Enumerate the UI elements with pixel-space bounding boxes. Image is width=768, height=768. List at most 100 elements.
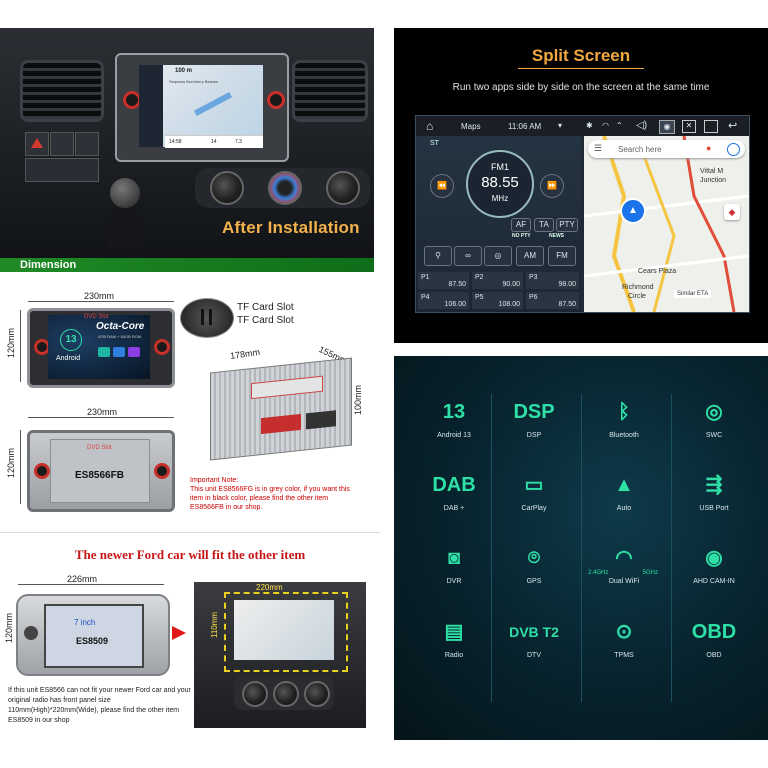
seek-back-button[interactable]: ⏪ <box>430 174 454 198</box>
bluetooth-status-icon: ✱ <box>586 121 593 130</box>
band-label: FM1 <box>491 162 509 172</box>
frequency-unit: MHz <box>491 194 509 203</box>
news-label: NEWS <box>549 233 564 239</box>
window-icon[interactable] <box>704 120 718 133</box>
wifi-status-icon: ◠ <box>602 121 609 130</box>
map-label-vittal: Vittal M <box>700 168 724 175</box>
feature-label: USB Port <box>699 505 729 512</box>
chassis-label <box>251 375 323 400</box>
feature-label: DVR <box>446 578 462 585</box>
grey-width-line <box>28 417 174 418</box>
feature-label: Dual WiFi <box>608 578 640 585</box>
carplay-icon: ▭ <box>524 474 544 496</box>
feature-sep-1 <box>491 394 492 702</box>
section-divider <box>0 532 380 533</box>
no-pty-label: NO PTY <box>512 233 531 239</box>
status-bar: ⌂ Maps 11:06 AM ▾ ✱ ◠ ⌃ ◁) ◉ ✕ ↩ <box>416 116 749 136</box>
front-height-label: 120mm <box>6 327 16 358</box>
map-label-richmond: Richmond <box>622 284 654 291</box>
volume-icon[interactable]: ◁) <box>636 120 648 131</box>
ta-button[interactable]: TA <box>534 218 554 232</box>
dash-button-row <box>25 158 99 182</box>
feature-label: Auto <box>616 505 632 512</box>
feature-label: DAB + <box>443 505 465 512</box>
dvb-t2-icon: DVB T2 <box>509 624 559 640</box>
dimension-bar <box>0 258 374 272</box>
loop-button[interactable]: ∞ <box>454 246 482 266</box>
tf-slot-1-hole <box>201 309 204 325</box>
pty-button[interactable]: PTY <box>556 218 578 232</box>
mic-icon[interactable]: ● <box>706 143 712 153</box>
es8509-screen: 7 inch ES8509 <box>44 604 144 668</box>
nav-street: Sequana Burnberry Beaves <box>169 79 219 84</box>
gear-boot <box>105 208 145 248</box>
feature-label: GPS <box>526 578 542 585</box>
am-button[interactable]: AM <box>516 246 544 266</box>
back-icon[interactable]: ↩ <box>728 120 738 132</box>
grey-knob-left <box>34 463 50 479</box>
fm-button[interactable]: FM <box>548 246 576 266</box>
fan-knob <box>210 171 244 205</box>
wifi-band-24: 2.4GHz <box>588 570 609 576</box>
left-air-vent <box>20 60 104 122</box>
radio-app: ST FM1 88.55 MHz ⏪ ⏩ AF TA PTY NO PTY NE… <box>416 136 581 312</box>
map-layers-icon[interactable]: ◆ <box>724 204 740 220</box>
es8509-height-label: 120mm <box>4 612 14 643</box>
ford-fit-title: The newer Ford car will fit the other it… <box>74 547 306 562</box>
stereo-label: ST <box>430 140 439 147</box>
camera-icon[interactable]: ◉ <box>659 120 675 134</box>
af-button[interactable]: AF <box>511 218 531 232</box>
es8509-width-label: 226mm <box>67 574 98 584</box>
front-unit-black: DVD Slot Octa-Core 4GB RAM + 64GB ROM 13… <box>27 308 175 388</box>
box-depth-label: 178mm <box>229 346 261 362</box>
feature-label: SWC <box>705 432 723 439</box>
car-width-label: 220mm <box>256 583 283 592</box>
feature-label: CarPlay <box>521 505 547 512</box>
wifi-band-5: 5GHz <box>642 570 658 576</box>
search-station-button[interactable]: ⚲ <box>424 246 452 266</box>
app-name: Maps <box>461 122 481 131</box>
map-label-cears: Cears Plaza <box>638 268 677 275</box>
account-icon[interactable] <box>727 143 740 156</box>
map-search-box[interactable]: ☰ Search here ● <box>588 140 745 158</box>
broadcast-button[interactable]: ◎ <box>484 246 512 266</box>
ford-climate-panel <box>234 676 334 710</box>
home-icon[interactable]: ⌂ <box>426 119 434 133</box>
webcam-icon: ◉ <box>705 547 723 569</box>
ford-knob-c <box>304 681 330 707</box>
es8509-unit: 7 inch ES8509 <box>16 594 170 676</box>
android-word: Android <box>56 355 81 362</box>
close-window-icon[interactable]: ✕ <box>682 120 696 133</box>
navigation-arrow-icon: ▲ <box>620 198 646 224</box>
feature-tpms: ⊙TPMS <box>584 608 664 672</box>
es8509-width-line <box>18 584 164 585</box>
grey-model: ES8566FB <box>75 470 124 481</box>
menu-icon[interactable]: ☰ <box>594 143 603 153</box>
bluetooth-icon: ᛒ <box>618 401 630 423</box>
chassis-connector-red <box>261 413 301 435</box>
grey-screen: DVD Slot ES8566FB <box>50 439 150 503</box>
gear-shift-knob <box>110 178 140 208</box>
up-arrow-icon[interactable]: ⌃ <box>616 121 623 130</box>
obd-icon: OBD <box>691 621 737 643</box>
after-installation-photo: 100 m Sequana Burnberry Beaves 14:58 14 … <box>0 28 374 258</box>
ford-install-frame <box>224 592 348 672</box>
feature-usb: ⇶USB Port <box>674 461 754 525</box>
frequency-readout: 88.55 <box>481 174 519 191</box>
android-13-badge: 13 <box>60 329 82 351</box>
map-label-circle: Circle <box>628 293 646 300</box>
dab-icon: DAB <box>432 474 476 496</box>
grey-dvd-slot: DVD Slot <box>87 445 112 451</box>
feature-label: Radio <box>444 652 464 659</box>
seek-forward-button[interactable]: ⏩ <box>540 174 564 198</box>
status-time: 11:06 AM <box>508 122 542 131</box>
